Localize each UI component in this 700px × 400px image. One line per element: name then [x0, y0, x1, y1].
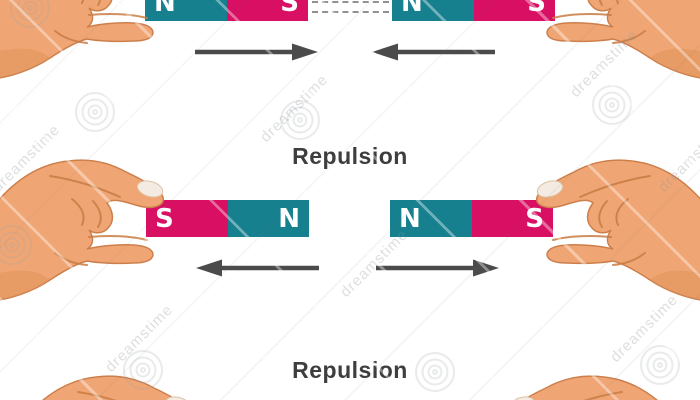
magnet-pole-half: N: [145, 0, 227, 21]
attraction-gap-dashed-lines: [312, 0, 389, 18]
arrow-left-icon: [195, 258, 321, 278]
magnet-middle-right: N S: [390, 200, 553, 237]
left-hand-top: [0, 0, 197, 80]
magnet-pole-half: N: [390, 200, 472, 237]
magnet-pole-half: S: [471, 200, 553, 237]
magnet-pole-half: S: [473, 0, 555, 21]
pole-label-s: S: [527, 0, 546, 18]
repulsion-title: Repulsion: [292, 143, 408, 169]
magnet-pole-half: S: [226, 0, 308, 21]
pole-label-s: S: [525, 203, 544, 234]
pole-label-s: S: [280, 0, 299, 18]
magnet-middle-left: S N: [146, 200, 309, 237]
right-hand-top: [503, 0, 700, 80]
dashed-line: [312, 1, 389, 3]
right-hand-bottom: [475, 368, 680, 400]
pole-label-n: N: [399, 203, 421, 234]
left-hand-middle: [0, 152, 197, 302]
right-hand-middle: [503, 152, 700, 302]
magnet-pole-half: N: [392, 0, 474, 21]
pole-label-n: N: [154, 0, 176, 18]
arrow-right-icon: [193, 42, 319, 62]
pole-label-n: N: [401, 0, 423, 18]
magnet-top-right: N S: [392, 0, 555, 21]
arrow-left-icon: [371, 42, 497, 62]
dashed-line: [312, 11, 389, 13]
arrow-right-icon: [374, 258, 500, 278]
repulsion-title: Repulsion: [292, 357, 408, 383]
magnet-pole-half: S: [146, 200, 228, 237]
pole-label-n: N: [278, 203, 300, 234]
left-hand-bottom: [20, 368, 225, 400]
magnet-top-left: N S: [145, 0, 308, 21]
magnet-pole-half: N: [227, 200, 309, 237]
pole-label-s: S: [155, 203, 174, 234]
